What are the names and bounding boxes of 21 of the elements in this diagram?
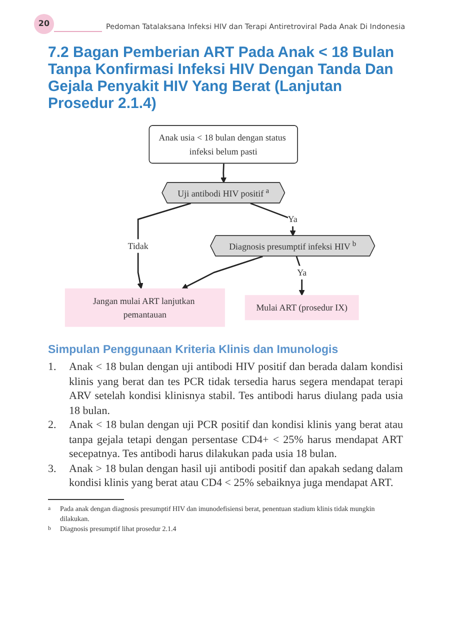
edge-label: Tidak xyxy=(128,240,148,251)
list-item-text: Anak < 18 bulan dengan uji PCR positif dan kondisi klinis yang berat atau tanpa gejala tetapi dengan persentase CD4+ < 25% harus mendapat ART secepatnya. Tes antibodi harus dilakukan pada usia 18 bulan. xyxy=(69,418,403,462)
page-number: 20 xyxy=(34,14,54,34)
subheading: Simpulan Penggunaan Kriteria Klinis dan Imunologis xyxy=(48,344,340,356)
list-number: 3. xyxy=(48,462,58,476)
node-box: Jangan mulai ART lanjutkan pemantauan xyxy=(64,288,225,327)
node-box: Mulai ART (prosedur IX) xyxy=(244,295,359,320)
list-number: 1. xyxy=(48,360,58,375)
edge-label: Ya xyxy=(297,267,307,278)
list-number: 2. xyxy=(48,418,58,433)
footnote-mark: b xyxy=(48,524,52,534)
edge-label: Ya xyxy=(288,214,298,224)
arrow xyxy=(137,202,192,289)
arrow xyxy=(250,202,296,236)
list-item-text: Anak < 18 bulan dengan uji antibodi HIV positif dan berada dalam kondisi klinis yang berat dan tes PCR tidak tersedia harus segera mendapat terapi ARV setelah kondisi klinisnya stabil. Tes antibodi harus diulang pada usia 18 bulan. xyxy=(69,360,403,418)
section-title: 7.2 Bagan Pemberian ART Pada Anak < 18 Bulan Tanpa Konfirmasi Infeksi HIV Dengan Tanda Dan Gejala Penyakit HIV Yang Berat (Lanjutan Prosedur 2.1.4) xyxy=(48,44,396,112)
arrow xyxy=(220,164,227,184)
arrow xyxy=(296,256,305,296)
footnote-mark: a xyxy=(48,504,52,514)
arrow xyxy=(182,256,263,289)
list-item-text: Anak > 18 bulan dengan hasil uji antibodi positif dan apakah sedang dalam kondisi klinis yang berat atau CD4 < 25% sebaiknya juga mendapat ART. xyxy=(69,462,403,490)
